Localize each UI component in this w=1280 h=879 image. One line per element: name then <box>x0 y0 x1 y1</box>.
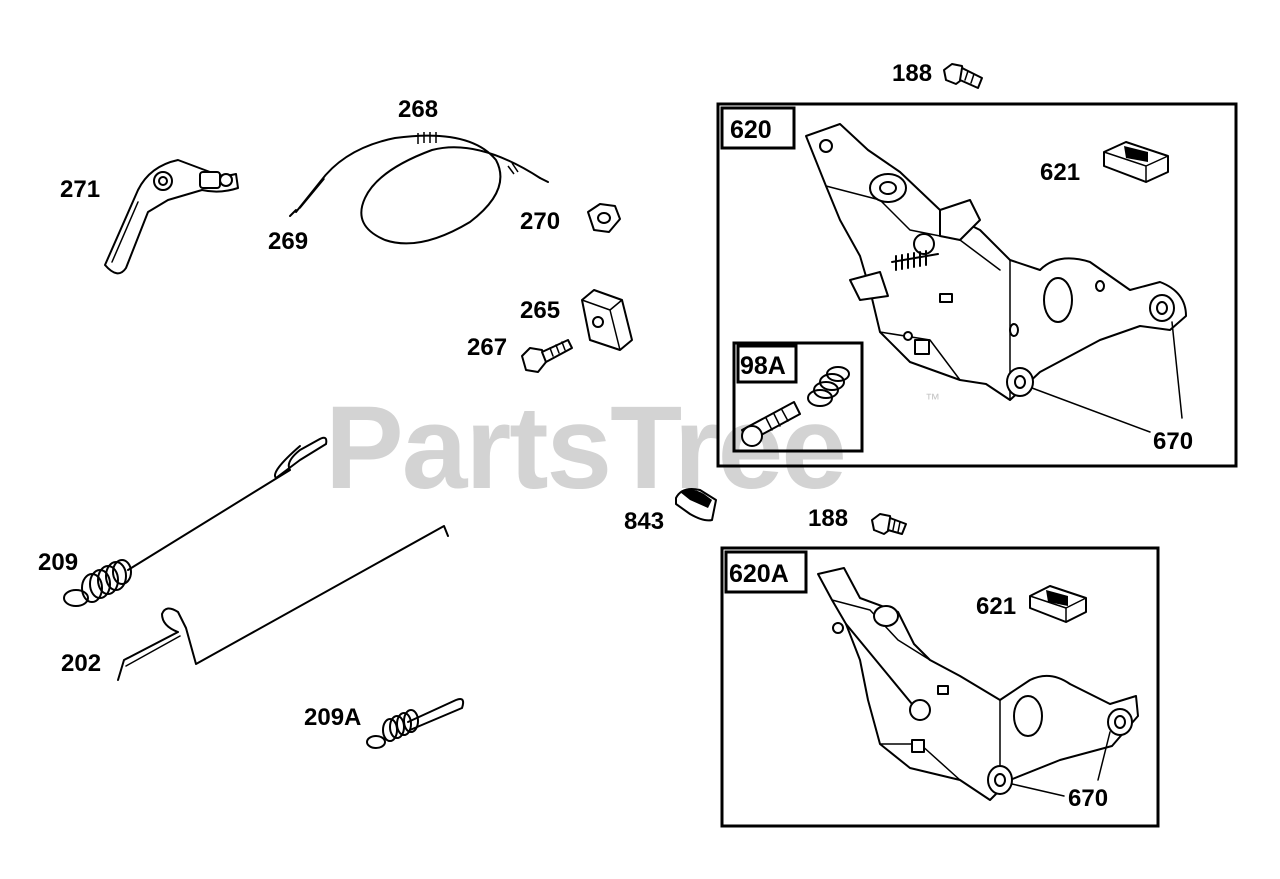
part-202-link-rod[interactable] <box>117 525 449 681</box>
label-843: 843 <box>624 508 664 535</box>
callout-labels: 271 268 269 270 265 267 209 202 209A 843… <box>38 60 1193 812</box>
label-670-b: 670 <box>1068 785 1108 812</box>
label-670-a: 670 <box>1153 428 1193 455</box>
leader-670-a2 <box>1031 387 1151 433</box>
watermark-trademark: ™ <box>925 391 940 408</box>
label-188-mid: 188 <box>808 505 848 532</box>
box-label-620a: 620A <box>729 560 789 588</box>
part-98a-idle-screw[interactable] <box>741 401 801 447</box>
box-label-98a: 98A <box>740 352 786 380</box>
watermark-text: PartsTree <box>325 382 845 514</box>
part-209-governor-spring[interactable] <box>63 436 328 607</box>
label-268: 268 <box>398 96 438 123</box>
part-621-clip-b[interactable] <box>1029 585 1087 623</box>
label-202: 202 <box>61 650 101 677</box>
label-269: 269 <box>268 228 308 255</box>
part-620-tension-spring <box>891 250 939 271</box>
label-265: 265 <box>520 297 560 324</box>
label-209a: 209A <box>304 704 361 731</box>
box-620a-control-bracket <box>720 546 1160 828</box>
part-843-cap[interactable] <box>675 488 717 522</box>
part-620-bracket[interactable] <box>805 123 1187 401</box>
part-621-clip-a[interactable] <box>1103 141 1169 183</box>
part-620a-link-wire <box>845 623 913 705</box>
label-267: 267 <box>467 334 507 361</box>
part-209a-spring[interactable] <box>366 698 465 749</box>
box-98a-idle-screw-kit <box>732 341 864 453</box>
label-270: 270 <box>520 208 560 235</box>
leader-670-a1 <box>1171 321 1183 419</box>
part-620a-bracket[interactable] <box>817 567 1139 801</box>
part-271-throttle-lever[interactable] <box>104 159 239 275</box>
leader-670-b2 <box>1011 783 1065 797</box>
part-268-governor-cable[interactable] <box>289 132 549 245</box>
part-270-hex-nut[interactable] <box>587 203 621 233</box>
part-188-bolt-top[interactable] <box>943 63 983 89</box>
leader-670-b1 <box>1097 731 1111 781</box>
label-271: 271 <box>60 176 100 203</box>
box-620-control-bracket <box>716 102 1238 468</box>
label-621-b: 621 <box>976 593 1016 620</box>
label-188-top: 188 <box>892 60 932 87</box>
box-label-620: 620 <box>730 116 772 144</box>
part-98a-idle-spring[interactable] <box>807 366 850 407</box>
label-621-a: 621 <box>1040 159 1080 186</box>
part-267-screw[interactable] <box>521 339 573 373</box>
label-209: 209 <box>38 549 78 576</box>
watermark: PartsTree ™ <box>325 382 940 514</box>
part-188-bolt-mid[interactable] <box>871 513 907 535</box>
part-265-cable-clamp[interactable] <box>581 289 633 351</box>
